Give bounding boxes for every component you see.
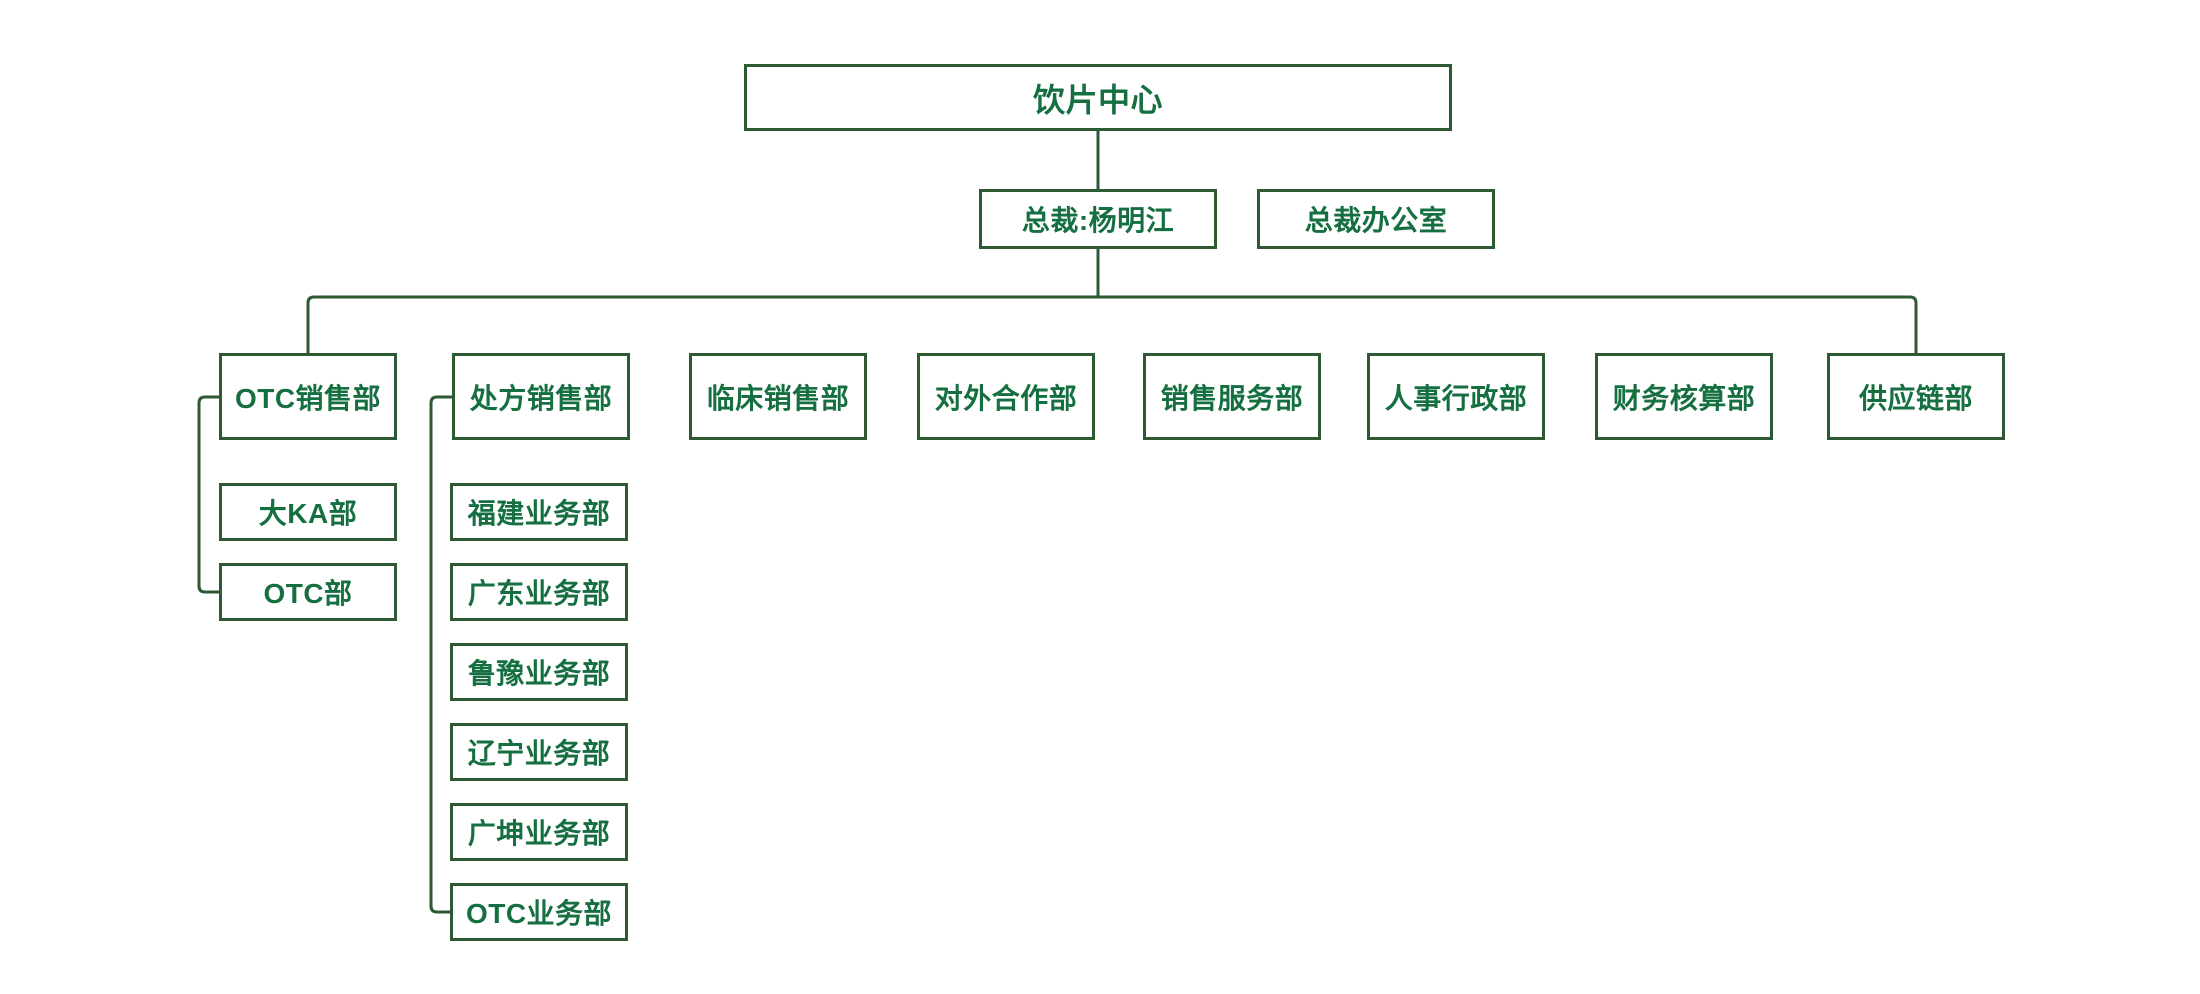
org-node-finance: 财务核算部	[1595, 353, 1773, 440]
org-node-guangdong: 广东业务部	[450, 563, 628, 621]
org-node-otc-business: OTC业务部	[450, 883, 628, 941]
org-node-fujian: 福建业务部	[450, 483, 628, 541]
org-node-rx-sales: 处方销售部	[452, 353, 630, 440]
org-node-otc-sales: OTC销售部	[219, 353, 397, 440]
connector-rx-sales-trunk	[429, 395, 452, 914]
org-node-ceo-office: 总裁办公室	[1257, 189, 1495, 249]
connector-dept-rail	[306, 295, 1918, 353]
org-node-root: 饮片中心	[744, 64, 1452, 131]
org-node-hr-admin: 人事行政部	[1367, 353, 1545, 440]
org-node-big-ka: 大KA部	[219, 483, 397, 541]
org-node-luyu: 鲁豫业务部	[450, 643, 628, 701]
org-node-ceo: 总裁:杨明江	[979, 189, 1217, 249]
org-node-external-coop: 对外合作部	[917, 353, 1095, 440]
connector-otc-sales-trunk	[197, 395, 219, 594]
org-node-supply-chain: 供应链部	[1827, 353, 2005, 440]
org-node-sales-service: 销售服务部	[1143, 353, 1321, 440]
org-node-clinical-sales: 临床销售部	[689, 353, 867, 440]
org-node-guangkun: 广坤业务部	[450, 803, 628, 861]
org-node-liaoning: 辽宁业务部	[450, 723, 628, 781]
org-node-otc: OTC部	[219, 563, 397, 621]
